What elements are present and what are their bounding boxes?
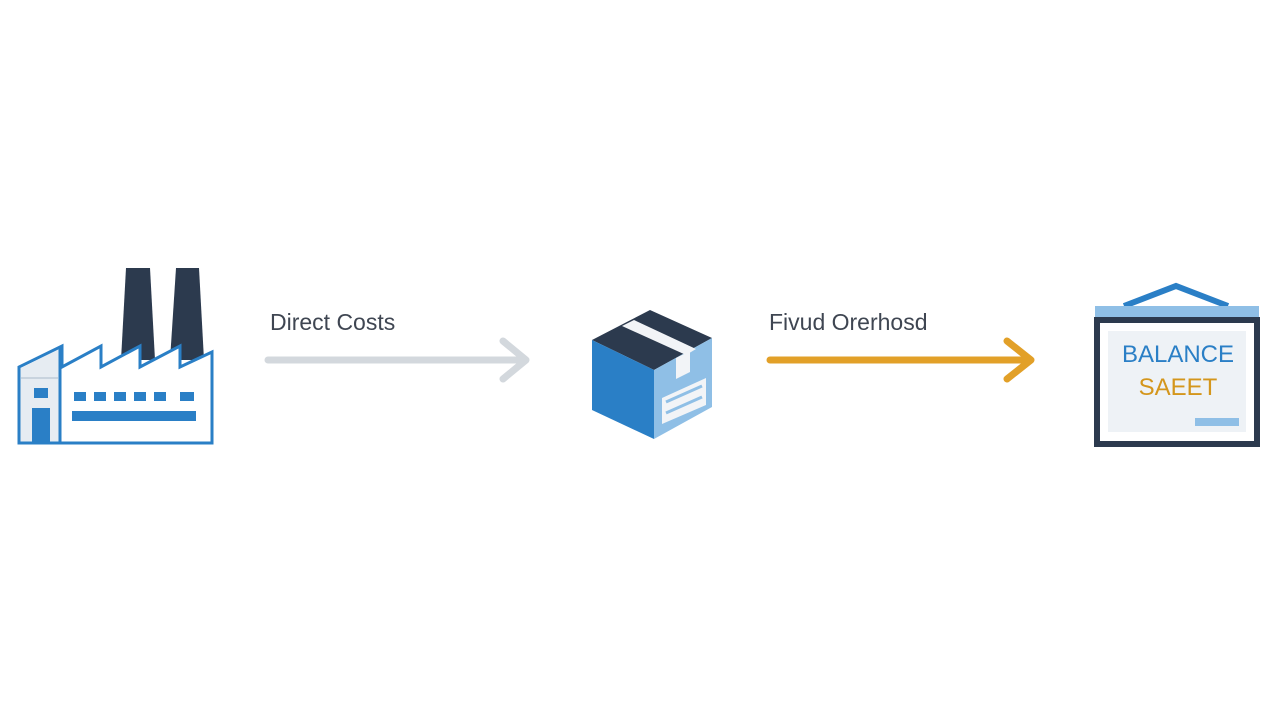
balance-sheet-title-line1: BALANCE bbox=[1121, 341, 1235, 368]
edge-direct-costs-arrow bbox=[264, 337, 530, 383]
edge-fixed-overhead-arrow bbox=[766, 337, 1035, 383]
edge-label-fixed-overhead: Fivud Orerhosd bbox=[769, 309, 928, 335]
balance-sheet-title-line2: SAEET bbox=[1138, 374, 1218, 401]
factory-icon bbox=[17, 268, 214, 445]
edge-label-direct-costs: Direct Costs bbox=[270, 309, 396, 335]
product-box-icon bbox=[592, 310, 712, 439]
balance-sheet-icon bbox=[1094, 282, 1260, 447]
